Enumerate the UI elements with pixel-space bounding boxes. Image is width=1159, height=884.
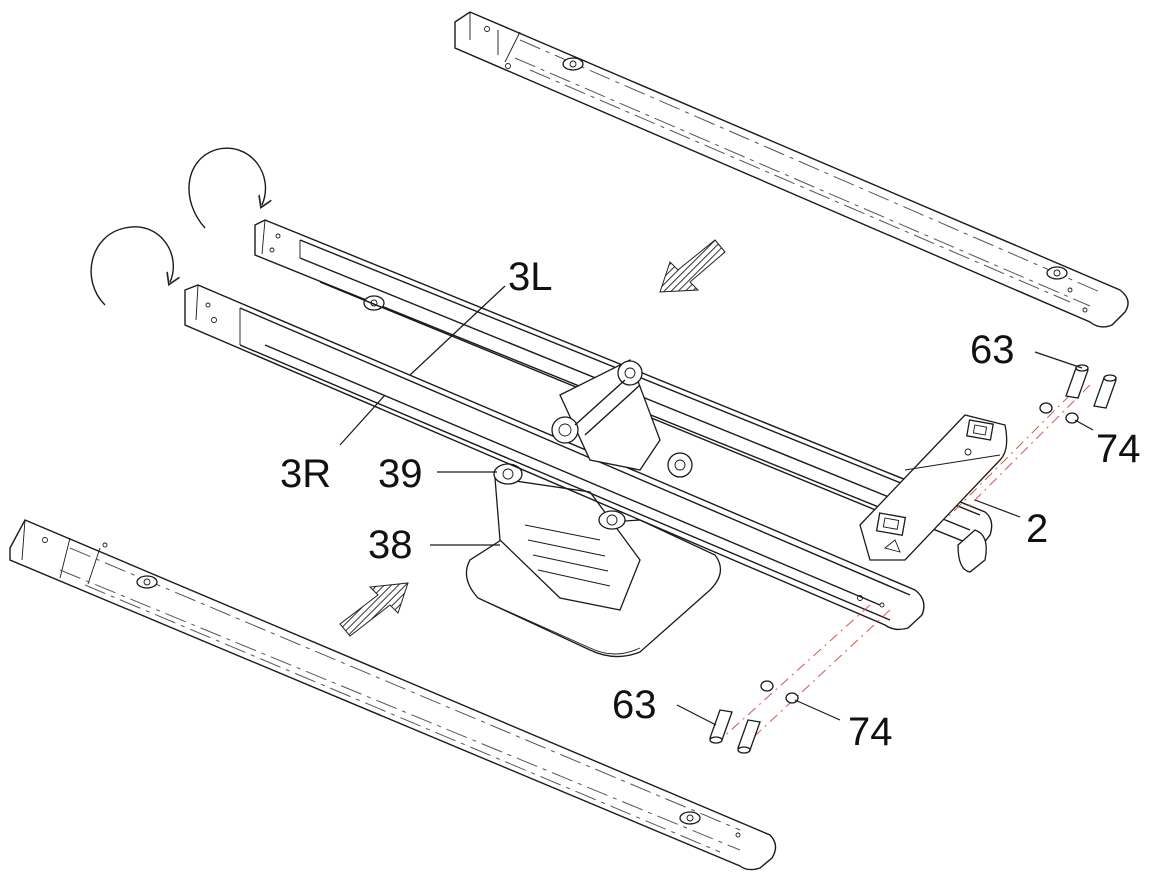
top-stabilizer-tube (454, 11, 1129, 328)
roller-bracket (551, 359, 693, 478)
fastener-guides (719, 384, 1091, 746)
label-63-top: 63 (970, 328, 1015, 372)
push-arrow-top (659, 239, 726, 293)
label-63-bottom: 63 (612, 683, 657, 727)
frame-end-bracket (859, 414, 1008, 573)
leader-lines (339, 285, 1094, 726)
rail-3R (184, 284, 925, 631)
label-2: 2 (1026, 507, 1048, 551)
label-74-bottom: 74 (848, 710, 893, 754)
label-39: 39 (378, 452, 423, 496)
push-arrow-bottom (339, 582, 409, 637)
base-bracket (465, 463, 722, 658)
label-38: 38 (368, 523, 413, 567)
rotation-arrows (90, 147, 265, 306)
label-74-top: 74 (1096, 427, 1141, 471)
bolts-washers-bottom (709, 680, 799, 754)
bottom-stabilizer-tube (9, 519, 777, 871)
label-3R: 3R (280, 452, 331, 496)
label-3L: 3L (508, 255, 553, 299)
callout-labels: 3L 3R 39 38 2 63 74 63 74 (280, 255, 1141, 754)
